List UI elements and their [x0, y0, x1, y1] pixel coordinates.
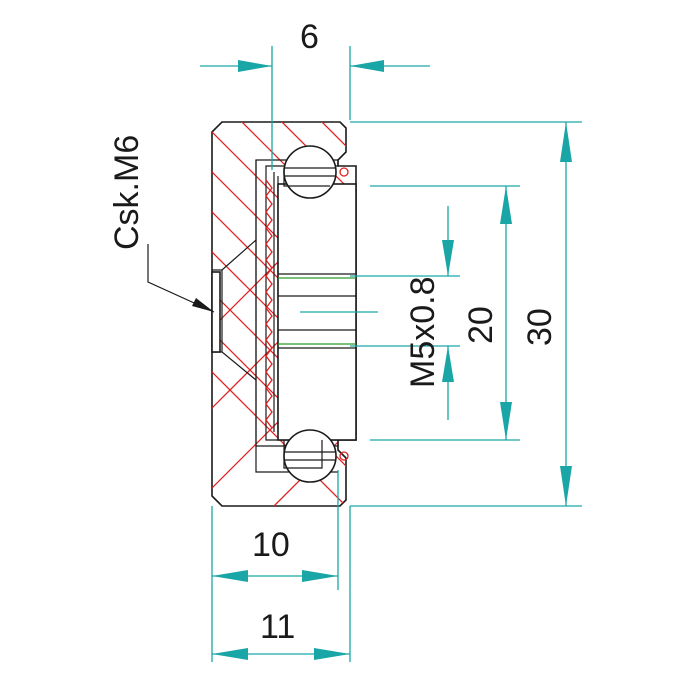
bottom-width-outer-label: 11 — [260, 608, 295, 646]
inner-channel — [255, 159, 339, 447]
dimension-inner-height: 20 — [370, 185, 520, 441]
countersink-callout: Csk.M6 — [108, 135, 215, 313]
ball-top — [283, 145, 349, 199]
seal-zigzag — [265, 179, 273, 429]
dimension-thread: M5x0.8 — [300, 206, 460, 420]
countersink-face — [211, 271, 221, 353]
thread-label: M5x0.8 — [404, 277, 442, 389]
bottom-width-inner-label: 10 — [252, 526, 290, 564]
inner-height-label: 20 — [462, 306, 500, 344]
part-section — [211, 121, 357, 507]
countersink-callout-label: Csk.M6 — [108, 135, 146, 250]
dimension-top-width: 6 — [200, 18, 430, 170]
dimension-outer-height: 30 — [350, 121, 582, 507]
ball-bottom — [283, 429, 349, 483]
threaded-hole — [278, 273, 356, 349]
dimension-bottom-width-inner: 10 — [211, 470, 339, 662]
top-width-label: 6 — [300, 18, 319, 56]
outer-height-label: 30 — [521, 308, 559, 346]
dimension-bottom-width-outer: 11 — [212, 506, 351, 662]
